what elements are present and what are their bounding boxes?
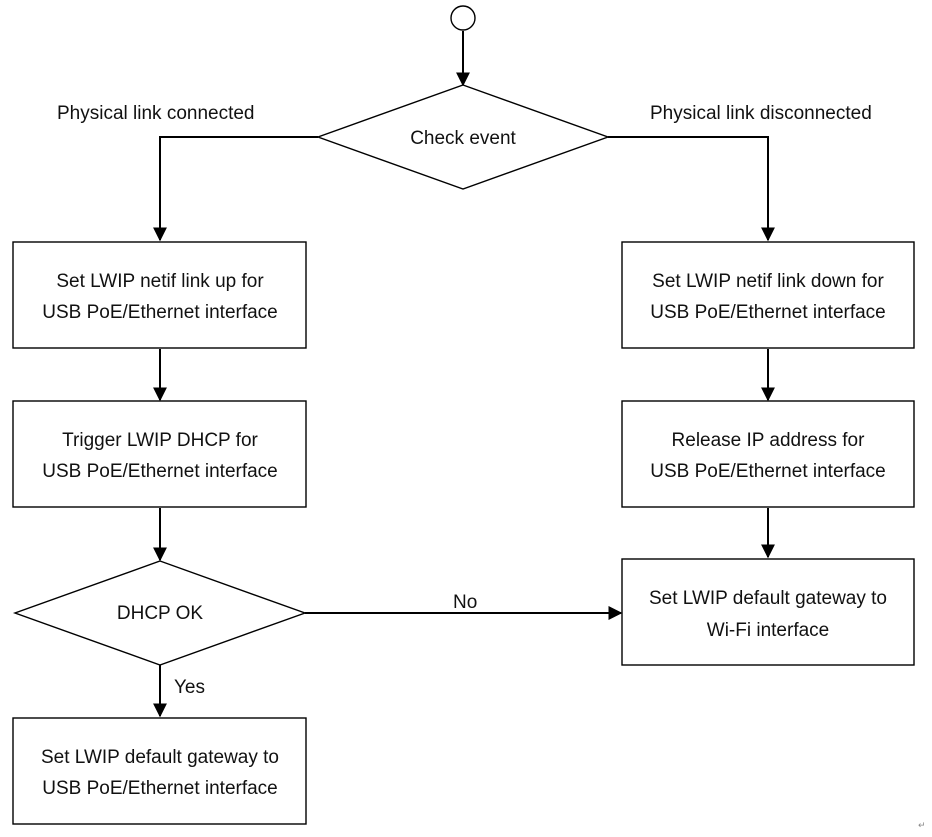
box-release-ip-rect xyxy=(621,400,915,508)
box-link-up-rect xyxy=(12,241,307,349)
paragraph-mark: ↵ xyxy=(918,820,926,830)
box-gateway-wifi-rect xyxy=(621,558,915,666)
edge-label-physical-link-disconnected: Physical link disconnected xyxy=(650,103,872,124)
arrow-check-to-link-down xyxy=(608,136,775,242)
decision-check-event: Check event xyxy=(315,84,611,190)
arrow-check-to-link-up xyxy=(153,136,318,242)
box-release-ip-line-1: Release IP address for xyxy=(672,430,866,451)
edge-label-no: No xyxy=(453,592,477,613)
box-gateway-usb: Set LWIP default gateway to USB PoE/Ethe… xyxy=(12,717,307,825)
box-gateway-wifi-line-1: Set LWIP default gateway to xyxy=(649,588,887,609)
decision-dhcp-ok: DHCP OK xyxy=(12,560,308,666)
decision-check-event-label: Check event xyxy=(410,128,516,149)
box-trigger-dhcp: Trigger LWIP DHCP for USB PoE/Ethernet i… xyxy=(12,400,307,508)
edge-label-yes: Yes xyxy=(174,677,205,698)
box-link-down-line-1: Set LWIP netif link down for xyxy=(652,271,884,292)
box-gateway-usb-line-2: USB PoE/Ethernet interface xyxy=(42,778,278,799)
box-gateway-wifi-line-2: Wi-Fi interface xyxy=(707,620,829,641)
box-release-ip-line-2: USB PoE/Ethernet interface xyxy=(650,461,886,482)
box-link-up-line-1: Set LWIP netif link up for xyxy=(56,271,264,292)
box-trigger-dhcp-line-2: USB PoE/Ethernet interface xyxy=(42,461,278,482)
box-link-down: Set LWIP netif link down for USB PoE/Eth… xyxy=(621,241,915,349)
box-link-up: Set LWIP netif link up for USB PoE/Ether… xyxy=(12,241,307,349)
decision-dhcp-ok-diamond xyxy=(12,560,308,666)
box-trigger-dhcp-rect xyxy=(12,400,307,508)
box-release-ip: Release IP address for USB PoE/Ethernet … xyxy=(621,400,915,508)
decision-dhcp-ok-label: DHCP OK xyxy=(117,603,204,624)
box-gateway-usb-line-1: Set LWIP default gateway to xyxy=(41,747,279,768)
box-link-up-line-2: USB PoE/Ethernet interface xyxy=(42,302,278,323)
edge-label-physical-link-connected: Physical link connected xyxy=(57,103,255,124)
start-node xyxy=(450,5,476,31)
connectors xyxy=(153,31,775,718)
box-gateway-usb-rect xyxy=(12,717,307,825)
decision-check-event-diamond xyxy=(315,84,611,190)
box-gateway-wifi: Set LWIP default gateway to Wi-Fi interf… xyxy=(621,558,915,666)
box-link-down-line-2: USB PoE/Ethernet interface xyxy=(650,302,886,323)
box-link-down-rect xyxy=(621,241,915,349)
box-trigger-dhcp-line-1: Trigger LWIP DHCP for xyxy=(62,430,258,451)
